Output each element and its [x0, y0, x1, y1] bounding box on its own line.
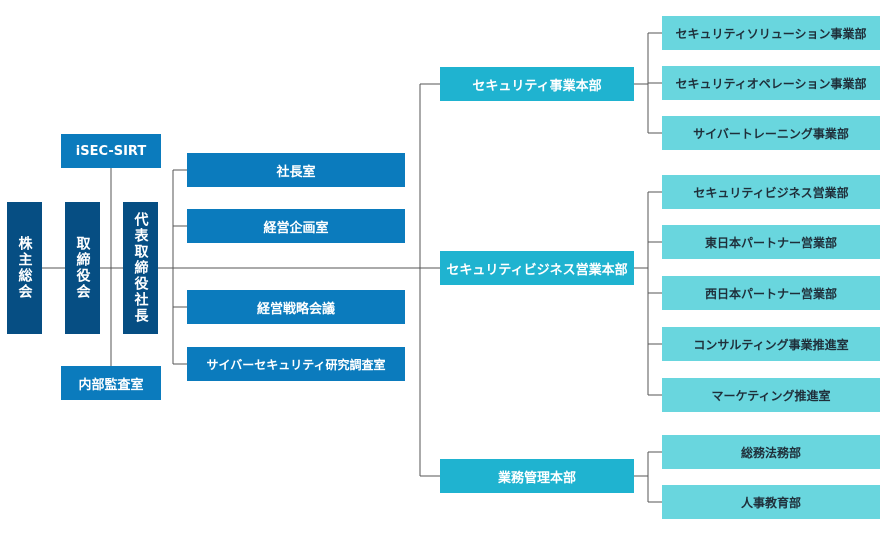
staff-box: 社長室 [187, 153, 405, 187]
division-box: セキュリティビジネス営業本部 [440, 251, 634, 285]
department-label: セキュリティオペレーション事業部 [675, 76, 867, 91]
department-box: セキュリティソリューション事業部 [662, 16, 880, 50]
board-label: 取締役会 [74, 236, 91, 300]
staff-label: 経営企画室 [263, 220, 329, 236]
department-label: 西日本パートナー営業部 [704, 286, 837, 301]
staff-box: 経営戦略会議 [187, 290, 405, 324]
staff-label: サイバーセキュリティ研究調査室 [206, 357, 386, 372]
department-box: コンサルティング事業推進室 [662, 327, 880, 361]
department-box: セキュリティオペレーション事業部 [662, 66, 880, 100]
isec-sirt-label: iSEC-SIRT [75, 143, 147, 159]
department-label: セキュリティビジネス営業部 [693, 185, 849, 200]
department-label: サイバートレーニング事業部 [693, 126, 849, 141]
shareholders-box: 株主総会 [7, 202, 42, 334]
staff-label: 経営戦略会議 [256, 301, 335, 317]
department-box: サイバートレーニング事業部 [662, 116, 880, 150]
department-label: 東日本パートナー営業部 [704, 235, 837, 250]
board-box: 取締役会 [65, 202, 100, 334]
division-label: 業務管理本部 [497, 470, 576, 486]
department-box: 西日本パートナー営業部 [662, 276, 880, 310]
department-label: 総務法務部 [740, 445, 801, 460]
department-box: マーケティング推進室 [662, 378, 880, 412]
president-label: 代表取締役社長 [132, 212, 149, 324]
department-box: 総務法務部 [662, 435, 880, 469]
staff-box: サイバーセキュリティ研究調査室 [187, 347, 405, 381]
shareholders-label: 株主総会 [16, 236, 33, 300]
department-label: コンサルティング事業推進室 [693, 337, 849, 352]
department-box: セキュリティビジネス営業部 [662, 175, 880, 209]
staff-label: 社長室 [276, 164, 316, 180]
division-box: 業務管理本部 [440, 459, 634, 493]
department-label: 人事教育部 [740, 495, 801, 510]
internal-audit-label: 内部監査室 [78, 377, 144, 393]
staff-box: 経営企画室 [187, 209, 405, 243]
division-box: セキュリティ事業本部 [440, 67, 634, 101]
president-box: 代表取締役社長 [123, 202, 158, 334]
division-label: セキュリティビジネス営業本部 [446, 262, 628, 278]
isec-sirt-box: iSEC-SIRT [61, 134, 161, 168]
division-label: セキュリティ事業本部 [472, 78, 602, 94]
department-label: セキュリティソリューション事業部 [675, 26, 867, 41]
department-label: マーケティング推進室 [711, 388, 831, 403]
department-box: 東日本パートナー営業部 [662, 225, 880, 259]
department-box: 人事教育部 [662, 485, 880, 519]
internal-audit-box: 内部監査室 [61, 366, 161, 400]
